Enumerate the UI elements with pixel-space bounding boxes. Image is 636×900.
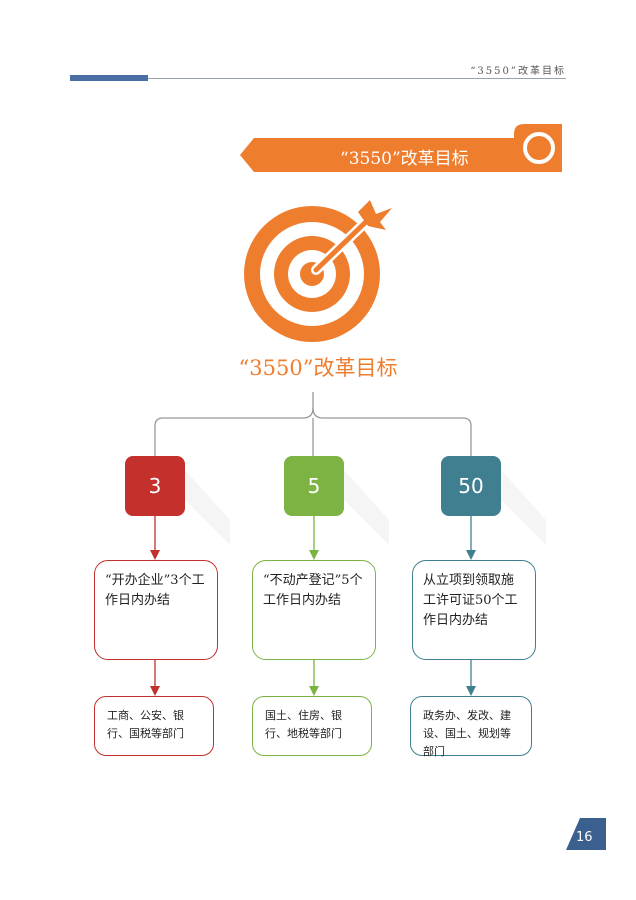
page-number: 16 [576,830,593,845]
page-number-tab [566,818,606,850]
target-days-tile-3: 3 [125,456,185,516]
departments-box-property-registration: 国土、住房、银行、地税等部门 [252,696,372,756]
departments-box-business-startup: 工商、公安、银行、国税等部门 [94,696,214,756]
header-accent-bar [70,75,148,81]
goal-box-property-registration: “不动产登记”5个工作日内办结 [252,560,376,660]
banner-title: “3550”改革目标 [340,149,469,169]
goal-box-construction-permit: 从立项到领取施工许可证50个工作日内办结 [412,560,536,660]
header-rule [148,78,566,79]
title-banner [240,138,538,172]
departments-box-construction-permit: 政务办、发改、建设、国土、规划等部门 [410,696,532,758]
running-title: “3550”改革目标 [470,66,566,77]
ring-icon [514,124,562,172]
target-title: “3550”改革目标 [238,356,398,380]
target-icon [244,200,392,342]
target-days-tile-5: 5 [284,456,344,516]
goal-box-business-startup: “开办企业”3个工作日内办结 [94,560,218,660]
target-days-tile-50: 50 [441,456,501,516]
